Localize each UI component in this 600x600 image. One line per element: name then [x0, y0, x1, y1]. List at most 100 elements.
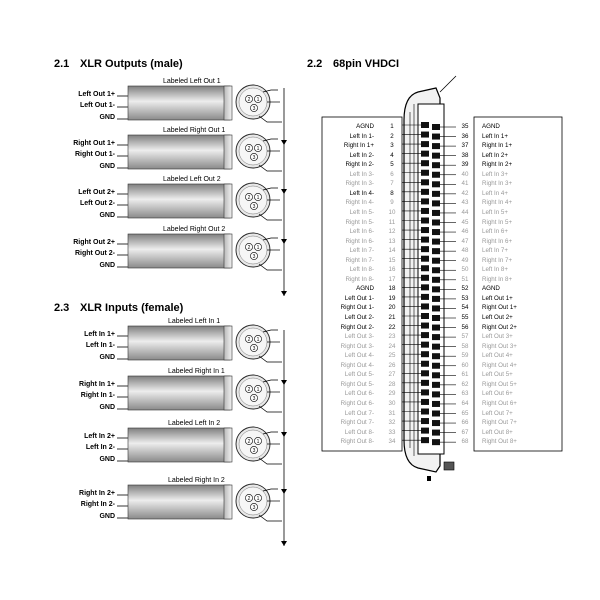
- contact-pin-right: [432, 190, 440, 197]
- lead-wire: [258, 355, 282, 363]
- vhdci-latch-bottom: [443, 461, 455, 471]
- pin-number: 39: [461, 161, 469, 169]
- cable-body: [127, 85, 231, 121]
- pin-number: 33: [388, 428, 396, 436]
- lead-wire: [262, 329, 278, 333]
- pin-name: Left Out 1-: [344, 294, 374, 302]
- contact-pin-right: [432, 305, 440, 312]
- pin-number: 68: [461, 438, 469, 446]
- signal-positive-label: Right Out 1+: [73, 140, 115, 147]
- cable-end: [223, 375, 233, 411]
- pin-number: 47: [461, 237, 469, 245]
- pin-number: 26: [388, 361, 396, 369]
- bus-arrow: [281, 541, 287, 546]
- contact-pin-right: [432, 391, 440, 398]
- contact-pin-left: [421, 255, 429, 262]
- cable-end: [223, 183, 233, 219]
- xlr-pin-number: 1: [257, 245, 260, 251]
- xlr-pin: [245, 437, 253, 445]
- contact-pin-right: [432, 381, 440, 388]
- contact-pin-left: [421, 227, 429, 234]
- pin-number: 13: [388, 237, 396, 245]
- pin-number: 34: [388, 438, 396, 446]
- cable-end: [223, 427, 233, 463]
- contact-pin-left: [421, 418, 429, 425]
- pin-name: Right In 6+: [482, 237, 513, 245]
- contact-pin-right: [432, 276, 440, 283]
- cable-body: [127, 325, 231, 361]
- pin-number: 27: [388, 371, 396, 379]
- contact-pin-right: [432, 238, 440, 245]
- pin-number: 37: [461, 142, 469, 150]
- pin-name: Left Out 8-: [344, 428, 374, 436]
- pin-name: Left In 2-: [349, 151, 374, 159]
- signal-positive-label: Left In 2+: [84, 433, 115, 440]
- xlr-pin-number: 2: [248, 439, 251, 445]
- pin-name: Left In 5+: [482, 208, 508, 216]
- bus-arrow: [281, 189, 287, 194]
- lead-wire: [262, 488, 278, 492]
- xlr-pin: [254, 335, 262, 343]
- pin-number: 14: [388, 247, 396, 255]
- signal-negative-label: Left Out 1-: [80, 102, 115, 109]
- signal-ground-label: GND: [99, 212, 115, 219]
- signal-ground-label: GND: [99, 456, 115, 463]
- pin-name: Left Out 2+: [482, 314, 513, 321]
- contact-pin-right: [432, 171, 440, 178]
- pin-number: 53: [461, 294, 469, 302]
- pin-number: 62: [461, 380, 469, 388]
- xlr-pin: [245, 193, 253, 201]
- xlr-pin-number: 1: [257, 146, 260, 152]
- pin-name: Left In 8-: [349, 266, 374, 274]
- bus-arrow: [281, 140, 287, 145]
- cable-label: Labeled Left In 2: [168, 420, 221, 427]
- xlr-pin-number: 3: [253, 106, 256, 112]
- contact-pin-right: [432, 133, 440, 140]
- pin-name: Right Out 8+: [482, 438, 517, 446]
- contact-pin-right: [432, 410, 440, 417]
- lead-wire: [258, 213, 282, 221]
- pin-name: Left Out 8+: [482, 428, 513, 436]
- pin-name: Right In 7+: [482, 256, 513, 264]
- pin-number: 40: [461, 170, 469, 178]
- pin-name: Left Out 6+: [482, 390, 513, 398]
- contact-pin-right: [432, 200, 440, 207]
- cable-end: [223, 484, 233, 520]
- cable-body: [127, 134, 231, 170]
- signal-positive-label: Right In 1+: [79, 381, 115, 388]
- contact-pin-left: [421, 398, 429, 405]
- cable-label: Labeled Left In 1: [168, 318, 221, 325]
- pin-name: Left Out 2-: [344, 314, 374, 321]
- pin-number: 21: [388, 314, 396, 321]
- cable-label: Labeled Left Out 1: [163, 78, 221, 85]
- pin-number: 8: [390, 189, 394, 197]
- pin-name: Left In 2+: [482, 151, 508, 159]
- pin-name: Left In 3-: [349, 170, 374, 178]
- section-title: 68pin VHDCI: [333, 58, 400, 70]
- contact-pin-left: [421, 284, 429, 291]
- xlr-pin-number: 2: [248, 97, 251, 103]
- pin-number: 66: [461, 419, 469, 427]
- pin-name: Right In 2+: [482, 161, 513, 169]
- contact-pin-left: [421, 198, 429, 205]
- xlr-pin-number: 2: [248, 245, 251, 251]
- pin-name: Left In 4+: [482, 189, 508, 197]
- cable-body: [127, 484, 231, 520]
- contact-pin-left: [421, 322, 429, 329]
- xlr-pin: [250, 153, 258, 161]
- pin-number: 59: [461, 352, 469, 360]
- pin-number: 54: [461, 304, 469, 312]
- pin-name: Right Out 2-: [340, 323, 374, 331]
- xlr-pin: [254, 144, 262, 152]
- xlr-pin-number: 2: [248, 496, 251, 502]
- pin-number: 20: [388, 304, 396, 312]
- pin-name: Left Out 7-: [344, 409, 374, 417]
- pin-name: Right Out 1-: [340, 304, 374, 312]
- pin-number: 52: [461, 285, 469, 293]
- xlr-pin-number: 3: [253, 346, 256, 352]
- cable-body: [127, 427, 231, 463]
- contact-pin-right: [432, 439, 440, 446]
- signal-positive-label: Right In 2+: [79, 490, 115, 497]
